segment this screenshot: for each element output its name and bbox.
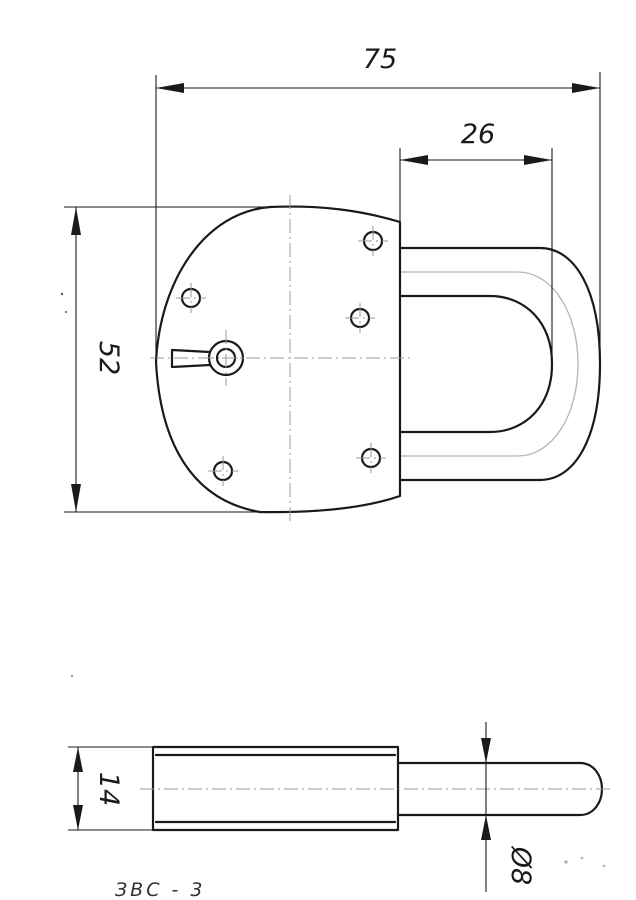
shackle-outer [398,246,602,482]
rivet-bottom-right [356,443,386,473]
drawing-code: ЗВС - 3 [115,879,206,900]
shackle-centerline [400,271,579,457]
dimension-overall-width: 75 [155,44,601,362]
dimension-shackle-width: 26 [399,119,553,362]
lock-body [154,205,402,514]
dimension-body-height: 52 [64,206,270,513]
dimension-diameter-label: Ø8 [505,846,536,885]
rivet-top-left [176,283,206,313]
dimension-52-label: 52 [93,341,124,375]
dimension-shackle-diameter: Ø8 [470,722,536,892]
rivet-mid-right [345,303,375,333]
shackle-inner [398,294,554,434]
dimension-thickness: 14 [68,746,153,831]
keyhole [170,330,252,386]
dimension-14-label: 14 [93,772,124,806]
rivet-top-right [358,226,388,256]
dimension-26-label: 26 [461,119,495,150]
side-view: 14 Ø8 [60,292,612,892]
front-view: 75 26 52 [64,44,602,525]
rivet-bottom-left [208,456,238,486]
dimension-75-label: 75 [363,44,397,75]
